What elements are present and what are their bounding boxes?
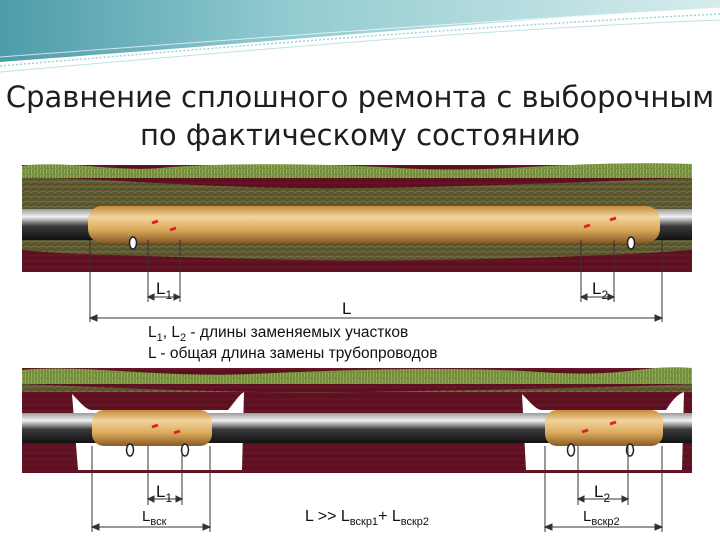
bottom-topsoil — [22, 384, 692, 393]
bottom-lower-soil — [22, 446, 692, 470]
top-insulation — [88, 206, 660, 243]
title-area: Сравнение сплошного ремонта с выборочным… — [0, 0, 720, 160]
bottom-l1-label: L1 — [156, 482, 172, 505]
page-title-line-2: по фактическому состоянию — [139, 118, 581, 152]
decorative-waves — [0, 0, 720, 73]
top-l1-label: L1 — [156, 279, 172, 302]
top-weld-right-icon — [626, 236, 636, 250]
bottom-formula: L >> Lвскр1+ Lвскр2 — [305, 508, 429, 528]
bottom-l1-open-label: Lвск — [142, 508, 167, 528]
bottom-grass — [22, 367, 692, 384]
bottom-defect-markers — [151, 420, 617, 435]
bottom-l2-label: L2 — [594, 482, 610, 505]
bottom-l2-open-label: Lвскр2 — [583, 508, 620, 528]
bottom-insulation-left — [92, 410, 212, 446]
bottom-insulation-right — [545, 410, 663, 446]
page-title-line-1: Сравнение сплошного ремонта с выборочным — [5, 80, 715, 114]
top-defect-markers — [151, 216, 617, 232]
top-l2-label: L2 — [592, 279, 608, 302]
top-dimensions — [88, 240, 664, 322]
bottom-scene — [22, 367, 692, 473]
top-grass — [22, 163, 692, 178]
top-total-label: L — [342, 299, 351, 318]
bottom-weld-1-icon — [125, 443, 135, 457]
legend-line-2: L - общая длина замены трубопроводов — [148, 345, 437, 362]
top-weld-left-icon — [128, 236, 138, 250]
bottom-dimensions — [90, 446, 664, 532]
top-scene — [22, 163, 692, 272]
legend-line-1: L1, L2 - длины заменяемых участков — [148, 324, 408, 344]
bottom-weld-3-icon — [566, 443, 576, 457]
bottom-weld-2-icon — [180, 443, 190, 457]
top-lower-soil — [22, 250, 692, 272]
